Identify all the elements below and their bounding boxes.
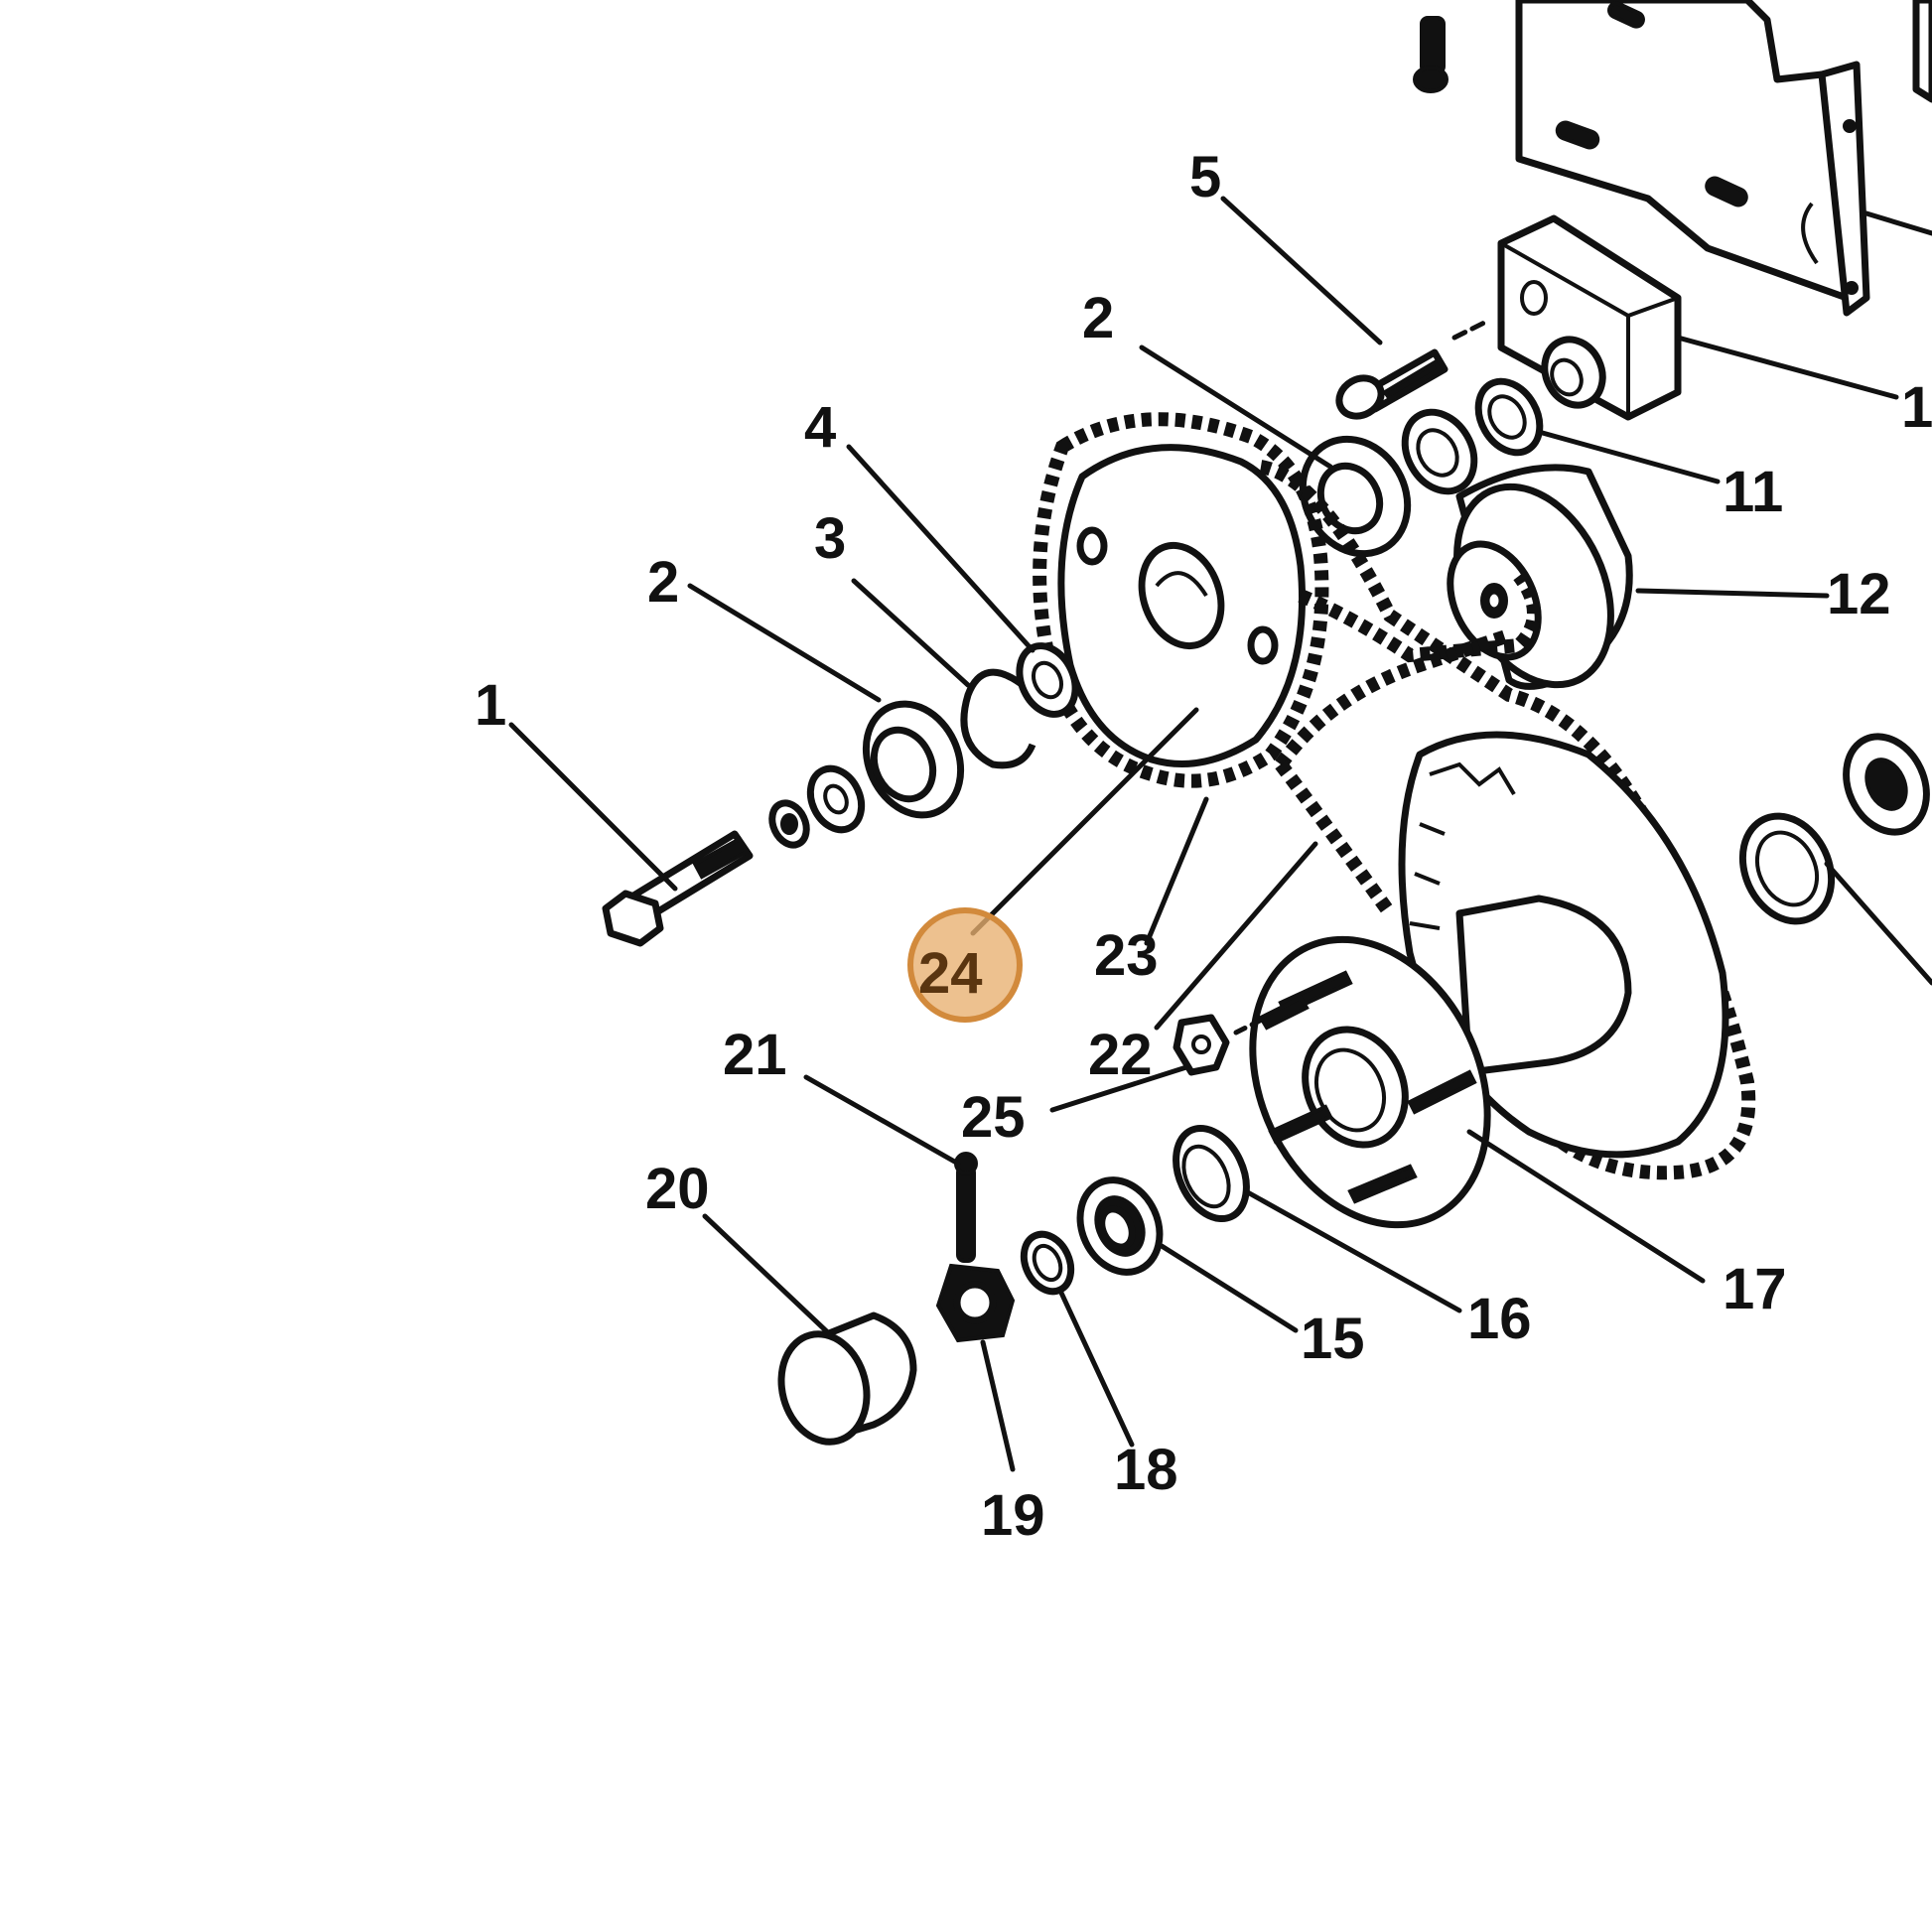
frame-housing (1515, 0, 1932, 317)
callout-2-upper: 2 (1082, 286, 1114, 350)
callout-17: 17 (1723, 1257, 1787, 1321)
leader-lines (508, 196, 1899, 1472)
callout-24: 24 (918, 941, 983, 1006)
callout-1-left: 1 (475, 673, 506, 738)
callout-18: 18 (1114, 1438, 1178, 1502)
callout-1-right: 1 (1901, 375, 1932, 440)
highlight-marker (907, 907, 1023, 1023)
nut-part-22 (1173, 1014, 1269, 1076)
callout-25: 25 (961, 1085, 1026, 1150)
callout-22: 22 (1088, 1023, 1153, 1087)
top-bolt (1413, 16, 1449, 93)
callout-5: 5 (1189, 145, 1221, 209)
callout-12: 12 (1827, 562, 1891, 626)
callout-15: 15 (1301, 1307, 1365, 1371)
callout-20: 20 (645, 1157, 710, 1221)
callout-labels: 1 2 3 4 2 5 1 11 12 23 24 22 25 21 20 19… (475, 145, 1932, 1548)
bolt-part-5 (1335, 320, 1487, 420)
callout-2-left: 2 (647, 550, 679, 615)
left-stack-parts (602, 642, 1079, 947)
callout-11: 11 (1723, 460, 1783, 524)
callout-3: 3 (814, 506, 846, 571)
callout-16: 16 (1467, 1287, 1532, 1351)
bracket-block-part-1 (1497, 214, 1682, 421)
drum-part-12 (1447, 464, 1633, 690)
callout-21: 21 (723, 1023, 787, 1087)
callout-19: 19 (981, 1483, 1045, 1548)
callout-4: 4 (804, 395, 836, 460)
hub-part-17 (1249, 895, 1632, 1229)
right-rings (1738, 733, 1932, 986)
lower-stack-parts (777, 1124, 1250, 1446)
callout-23: 23 (1094, 923, 1159, 988)
